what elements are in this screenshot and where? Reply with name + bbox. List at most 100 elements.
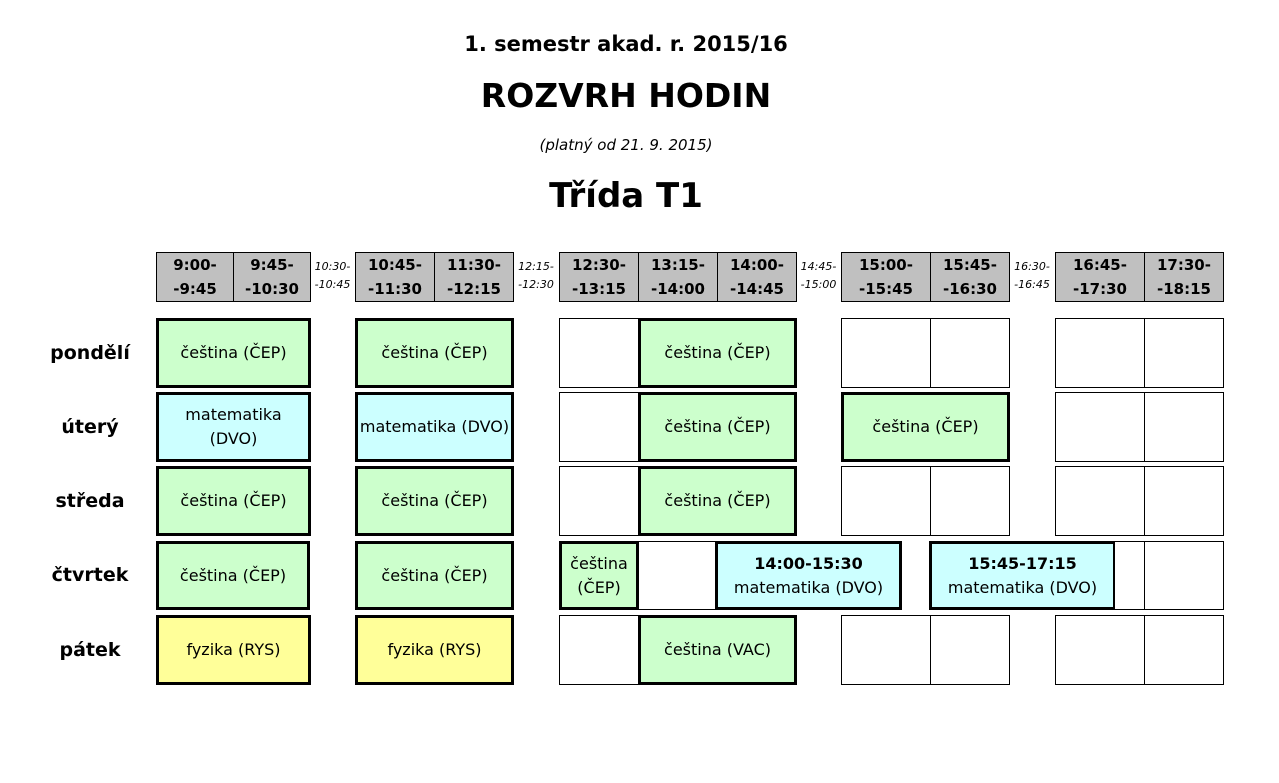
lesson-content: čeština (ČEP) <box>381 489 487 513</box>
break-end: -15:00 <box>800 278 837 291</box>
empty-cell <box>559 615 639 685</box>
period-header: 14:00- -14:45 <box>717 252 797 302</box>
lesson-content: čeština (ČEP) <box>872 415 978 439</box>
break-time: 14:45- -15:00 <box>796 258 841 294</box>
lesson-cell: fyzika (RYS) <box>156 615 311 685</box>
lesson-label: čeština (ČEP) <box>180 343 287 362</box>
day-label: pátek <box>59 638 121 661</box>
break-start: 16:30- <box>1014 260 1050 273</box>
lesson-content: čeština (VAC) <box>664 638 771 662</box>
period-end: -14:00 <box>651 280 705 298</box>
lesson-content: čeština (ČEP) <box>381 341 487 365</box>
period-header: 15:45- -16:30 <box>930 252 1010 302</box>
lesson-content: fyzika (RYS) <box>186 638 280 662</box>
lesson-content: fyzika (RYS) <box>387 638 481 662</box>
lesson-label: čeština (ČEP) <box>179 565 287 585</box>
class-title: Třída T1 <box>549 176 703 216</box>
day-label: středa <box>55 489 125 512</box>
lesson-label: čeština (ČEP) <box>180 491 287 510</box>
lesson-content: čeština (ČEP) <box>570 552 628 600</box>
period-end: -16:30 <box>943 280 997 298</box>
period-start: 11:30- <box>447 256 501 274</box>
period-start: 14:00- <box>730 256 784 274</box>
day-label: úterý <box>61 415 119 438</box>
break-start: 14:45- <box>800 260 837 273</box>
lesson-content: čeština (ČEP) <box>180 341 286 365</box>
empty-cell <box>841 615 931 685</box>
period-start: 9:45- <box>250 256 294 274</box>
empty-cell <box>930 615 1010 685</box>
lesson-cell: čeština (ČEP) <box>559 541 639 610</box>
break-end: -12:30 <box>518 278 554 291</box>
empty-cell <box>1144 392 1224 462</box>
period-start: 15:00- <box>859 256 913 274</box>
break-end: -16:45 <box>1014 278 1050 291</box>
empty-cell <box>559 466 639 536</box>
lesson-label: čeština (ČEP) <box>381 491 488 510</box>
period-end: -13:15 <box>572 280 626 298</box>
period-end: -11:30 <box>368 280 422 298</box>
lesson-cell: čeština (ČEP) <box>156 466 311 536</box>
lesson-cell: čeština (VAC) <box>638 615 797 685</box>
day-label: pondělí <box>50 341 130 364</box>
lesson-cell: matematika (DVO) <box>355 392 514 462</box>
lesson-cell: fyzika (RYS) <box>355 615 514 685</box>
period-start: 16:45- <box>1073 256 1127 274</box>
lesson-cell: čeština (ČEP) <box>638 466 797 536</box>
lesson-label: matematika (DVO) <box>733 577 884 597</box>
period-start: 17:30- <box>1157 256 1211 274</box>
lesson-label: matematika (DVO) <box>947 577 1098 597</box>
period-header: 17:30- -18:15 <box>1144 252 1224 302</box>
empty-cell <box>559 392 639 462</box>
lesson-cell: čeština (ČEP) <box>156 541 310 610</box>
lesson-content: matematika(DVO) <box>185 403 281 451</box>
period-start: 9:00- <box>173 256 217 274</box>
period-start: 15:45- <box>943 256 997 274</box>
period-end: -14:45 <box>730 280 784 298</box>
lesson-label: čeština (ČEP) <box>381 565 488 585</box>
lesson-label: matematika (DVO) <box>359 417 510 436</box>
lesson-label: (ČEP) <box>577 577 621 597</box>
period-header: 16:45--17:30 <box>1055 252 1145 302</box>
lesson-cell: čeština (ČEP) <box>638 318 797 388</box>
period-header: 12:30- -13:15 <box>559 252 639 302</box>
lesson-content: čeština (ČEP) <box>664 415 770 439</box>
validity-note: (platný od 21. 9. 2015) <box>539 136 713 154</box>
period-start: 10:45- <box>368 256 422 274</box>
period-header: 13:15--14:00 <box>638 252 718 302</box>
lesson-cell: čeština (ČEP) <box>355 466 514 536</box>
break-end: -10:45 <box>314 278 351 291</box>
empty-cell <box>1144 541 1224 610</box>
semester-heading: 1. semestr akad. r. 2015/16 <box>464 32 788 56</box>
lesson-cell: čeština (ČEP) <box>638 392 797 462</box>
period-end: -12:15 <box>447 280 501 298</box>
period-end: -9:45 <box>173 280 217 298</box>
empty-cell <box>1055 392 1145 462</box>
lesson-label: čeština (ČEP) <box>664 417 771 436</box>
lesson-label: (DVO) <box>209 429 258 448</box>
lesson-label: fyzika (RYS) <box>387 640 482 659</box>
lesson-cell: čeština (ČEP) <box>355 318 514 388</box>
lesson-label: čeština (ČEP) <box>381 343 488 362</box>
period-end: -18:15 <box>1157 280 1211 298</box>
lesson-label: čeština <box>570 553 628 573</box>
lesson-content: čeština (ČEP) <box>664 489 770 513</box>
empty-cell <box>1144 318 1224 388</box>
break-time: 12:15- -12:30 <box>513 258 559 294</box>
empty-cell <box>1144 615 1224 685</box>
page-title: ROZVRH HODIN <box>480 76 772 115</box>
lesson-label: čeština (ČEP) <box>664 491 771 510</box>
empty-cell <box>1055 318 1145 388</box>
lesson-cell: čeština (ČEP) <box>355 541 514 610</box>
break-start: 10:30- <box>314 260 351 273</box>
period-start: 12:30- <box>572 256 626 274</box>
break-time: 10:30- -10:45 <box>310 258 355 294</box>
break-start: 12:15- <box>518 260 554 273</box>
lesson-content: čeština (ČEP) <box>381 564 487 588</box>
empty-cell <box>930 466 1010 536</box>
lesson-label: čeština (VAC) <box>664 640 771 659</box>
lesson-label: fyzika (RYS) <box>186 640 281 659</box>
